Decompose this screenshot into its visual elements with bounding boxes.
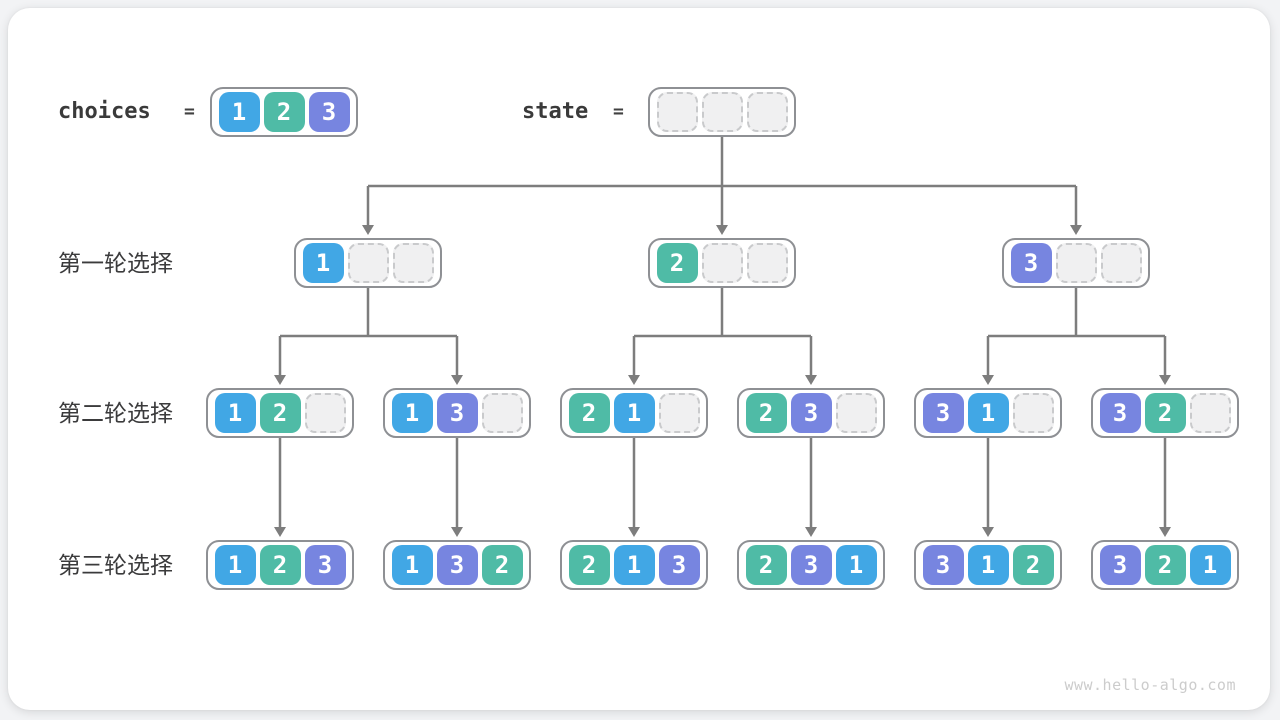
value-cell-1: 1 — [391, 545, 433, 585]
value-cell-3: 3 — [790, 393, 832, 433]
value-cell-3: 3 — [1099, 393, 1141, 433]
tree-node-r1-3: 3 — [1002, 238, 1150, 288]
state-label: state — [522, 99, 589, 124]
value-cell-2: 2 — [481, 545, 523, 585]
empty-slot — [392, 243, 434, 283]
empty-slot — [656, 92, 698, 132]
choices-equals-sign: = — [184, 101, 195, 122]
value-cell-2: 2 — [745, 545, 787, 585]
value-cell-3: 3 — [304, 545, 346, 585]
empty-slot — [304, 393, 346, 433]
value-cell-1: 1 — [1189, 545, 1231, 585]
empty-slot — [1100, 243, 1142, 283]
value-cell-2: 2 — [656, 243, 698, 283]
empty-slot — [1055, 243, 1097, 283]
empty-slot — [701, 92, 743, 132]
value-cell-2: 2 — [568, 393, 610, 433]
row-label-round-1: 第一轮选择 — [58, 250, 173, 276]
value-cell-2: 2 — [568, 545, 610, 585]
value-cell-2: 2 — [1144, 545, 1186, 585]
value-cell-3: 3 — [922, 545, 964, 585]
value-cell-1: 1 — [218, 92, 260, 132]
value-cell-3: 3 — [1099, 545, 1141, 585]
state-array — [648, 87, 796, 137]
value-cell-3: 3 — [790, 545, 832, 585]
state-equals-sign: = — [613, 101, 624, 122]
empty-slot — [1189, 393, 1231, 433]
value-cell-1: 1 — [967, 393, 1009, 433]
value-cell-1: 1 — [302, 243, 344, 283]
value-cell-1: 1 — [613, 545, 655, 585]
value-cell-3: 3 — [1010, 243, 1052, 283]
empty-slot — [1012, 393, 1054, 433]
value-cell-3: 3 — [436, 545, 478, 585]
value-cell-2: 2 — [259, 545, 301, 585]
watermark: www.hello-algo.com — [1064, 676, 1236, 694]
value-cell-2: 2 — [1144, 393, 1186, 433]
value-cell-2: 2 — [1012, 545, 1054, 585]
value-cell-1: 1 — [391, 393, 433, 433]
value-cell-1: 1 — [835, 545, 877, 585]
empty-slot — [835, 393, 877, 433]
value-cell-2: 2 — [259, 393, 301, 433]
value-cell-3: 3 — [922, 393, 964, 433]
empty-slot — [701, 243, 743, 283]
value-cell-1: 1 — [214, 393, 256, 433]
value-cell-3: 3 — [436, 393, 478, 433]
tree-node-r1-1: 1 — [294, 238, 442, 288]
row-label-round-2: 第二轮选择 — [58, 400, 173, 426]
value-cell-1: 1 — [214, 545, 256, 585]
empty-slot — [347, 243, 389, 283]
value-cell-3: 3 — [658, 545, 700, 585]
empty-slot — [481, 393, 523, 433]
empty-slot — [746, 243, 788, 283]
row-label-round-3: 第三轮选择 — [58, 552, 173, 578]
value-cell-2: 2 — [263, 92, 305, 132]
value-cell-3: 3 — [308, 92, 350, 132]
value-cell-2: 2 — [745, 393, 787, 433]
tree-node-r1-2: 2 — [648, 238, 796, 288]
empty-slot — [658, 393, 700, 433]
choices-label: choices — [58, 99, 151, 124]
empty-slot — [746, 92, 788, 132]
value-cell-1: 1 — [613, 393, 655, 433]
value-cell-1: 1 — [967, 545, 1009, 585]
